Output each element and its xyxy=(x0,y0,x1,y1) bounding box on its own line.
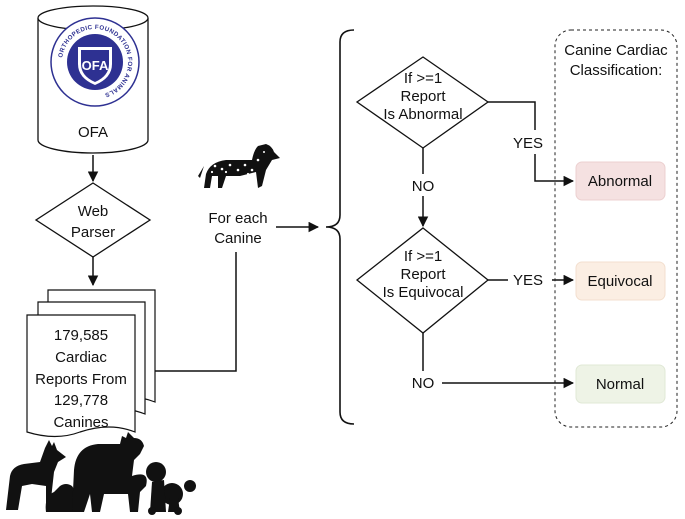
ofa-database: OFA ORTHOPEDIC FOUNDATION FOR ANIMALS OF… xyxy=(37,5,149,154)
class-normal-box xyxy=(575,364,666,404)
decision-equivocal-line2: Report xyxy=(400,266,446,283)
classification-panel: Canine Cardiac Classification: Abnormal … xyxy=(554,29,678,428)
loop-line2: Canine xyxy=(214,230,262,247)
parser-line2: Parser xyxy=(71,224,115,241)
class-abnormal-label: Abnormal xyxy=(588,173,652,190)
decision-abnormal-line2: Report xyxy=(400,88,446,105)
web-parser: Web Parser xyxy=(34,182,152,258)
loop-label: For each Canine xyxy=(208,210,267,247)
edge-no-normal xyxy=(422,333,575,389)
class-equivocal-box xyxy=(575,261,666,301)
reports-line5: Canines xyxy=(53,414,108,431)
reports-line3: Reports From xyxy=(35,371,127,388)
brace xyxy=(325,29,355,425)
decision-equivocal: If >=1 Report Is Equivocal xyxy=(355,227,490,334)
decision-equivocal-line1: If >=1 xyxy=(404,248,442,265)
dog-group-icon xyxy=(6,432,196,515)
cardiac-reports: 179,585 Cardiac Reports From 129,778 Can… xyxy=(26,289,156,438)
ofa-logo-icon: OFA ORTHOPEDIC FOUNDATION FOR ANIMALS xyxy=(50,17,140,107)
class-normal-label: Normal xyxy=(596,376,644,393)
loop-line1: For each xyxy=(208,210,267,227)
edge-no2-label: NO xyxy=(412,375,435,392)
class-abnormal-box xyxy=(575,161,666,201)
ofa-label: OFA xyxy=(78,124,108,141)
reports-line1: 179,585 xyxy=(54,327,108,344)
reports-line2: Cardiac xyxy=(55,349,107,366)
edge-no1-label: NO xyxy=(412,178,435,195)
classification-title-line2: Classification: xyxy=(570,62,663,79)
ofa-logo-center: OFA xyxy=(82,58,109,73)
dalmatian-icon xyxy=(198,144,280,188)
reports-line4: 129,778 xyxy=(54,392,108,409)
decision-abnormal-line1: If >=1 xyxy=(404,70,442,87)
edge-reports-loop xyxy=(155,252,237,372)
class-equivocal-label: Equivocal xyxy=(587,273,652,290)
decision-equivocal-line3: Is Equivocal xyxy=(383,284,464,301)
decision-abnormal: If >=1 Report Is Abnormal xyxy=(355,56,490,149)
decision-abnormal-line3: Is Abnormal xyxy=(383,106,462,123)
classification-title-line1: Canine Cardiac xyxy=(564,42,668,59)
edge-yes1-label: YES xyxy=(513,135,543,152)
edge-yes2-label: YES xyxy=(513,272,543,289)
parser-line1: Web xyxy=(78,203,109,220)
